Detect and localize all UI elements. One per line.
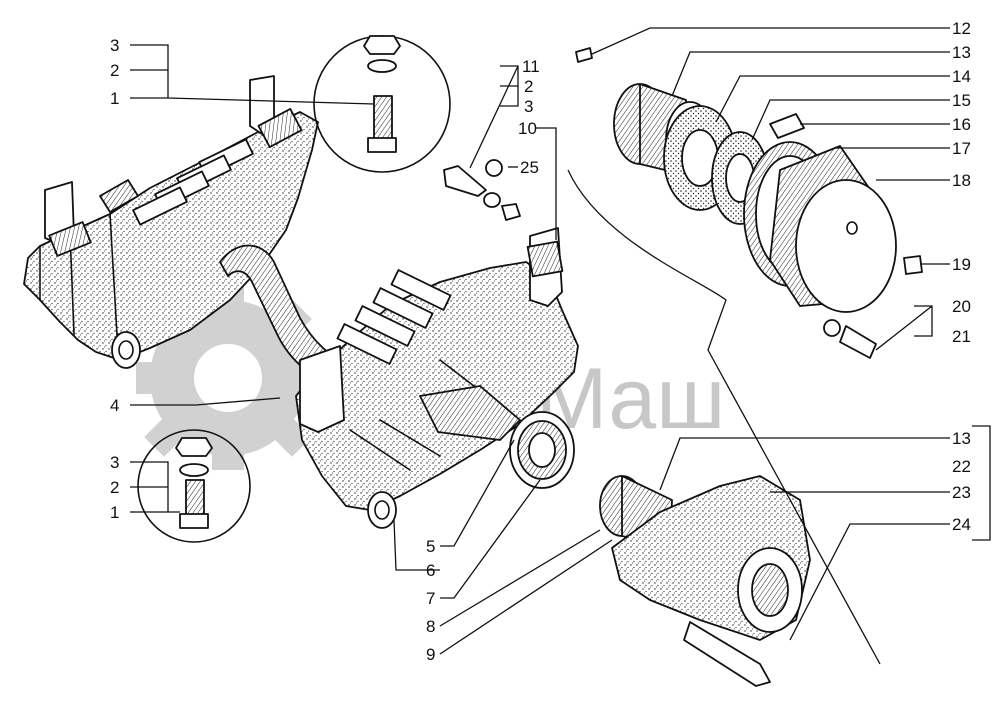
callout-3: 3 <box>110 453 119 472</box>
callout-2: 2 <box>110 478 119 497</box>
left-axle-housing <box>23 75 319 369</box>
callout-19: 19 <box>952 255 971 274</box>
callout-3: 3 <box>524 97 533 116</box>
bolt-inset-bottom <box>137 429 251 543</box>
callout-13: 13 <box>952 429 971 448</box>
callout-24: 24 <box>952 515 971 534</box>
bolt-inset-top <box>313 35 451 173</box>
callout-3: 3 <box>110 36 119 55</box>
callout-9: 9 <box>426 645 435 664</box>
callout-5: 5 <box>426 537 435 556</box>
callout-4: 4 <box>110 396 119 415</box>
callout-15: 15 <box>952 91 971 110</box>
callout-14: 14 <box>952 67 971 86</box>
callout-21: 21 <box>952 327 971 346</box>
callout-2: 2 <box>524 77 533 96</box>
bracket-assembly <box>599 475 811 687</box>
callout-18: 18 <box>952 171 971 190</box>
callout-16: 16 <box>952 115 971 134</box>
callout-22: 22 <box>952 457 971 476</box>
leader-lines <box>130 27 991 665</box>
callout-17: 17 <box>952 139 971 158</box>
callout-20: 20 <box>952 297 971 316</box>
callout-labels: 3 2 1 4 3 2 1 11 2 3 10 25 5 6 7 8 9 12 … <box>110 19 971 664</box>
callout-11: 11 <box>522 57 540 76</box>
callout-1: 1 <box>110 89 119 108</box>
callout-8: 8 <box>426 617 435 636</box>
shaft-assembly <box>419 385 575 489</box>
callout-7: 7 <box>426 589 435 608</box>
callout-12: 12 <box>952 19 971 38</box>
hub-assembly <box>575 47 923 359</box>
callout-1: 1 <box>110 503 119 522</box>
callout-10: 10 <box>518 119 537 138</box>
callout-13: 13 <box>952 43 971 62</box>
brake-drum <box>769 145 897 313</box>
center-axle-housing <box>295 227 579 529</box>
bolt-group-11 <box>443 159 521 221</box>
callout-2: 2 <box>110 61 119 80</box>
callout-6: 6 <box>426 561 435 580</box>
callout-25: 25 <box>520 158 539 177</box>
callout-23: 23 <box>952 483 971 502</box>
